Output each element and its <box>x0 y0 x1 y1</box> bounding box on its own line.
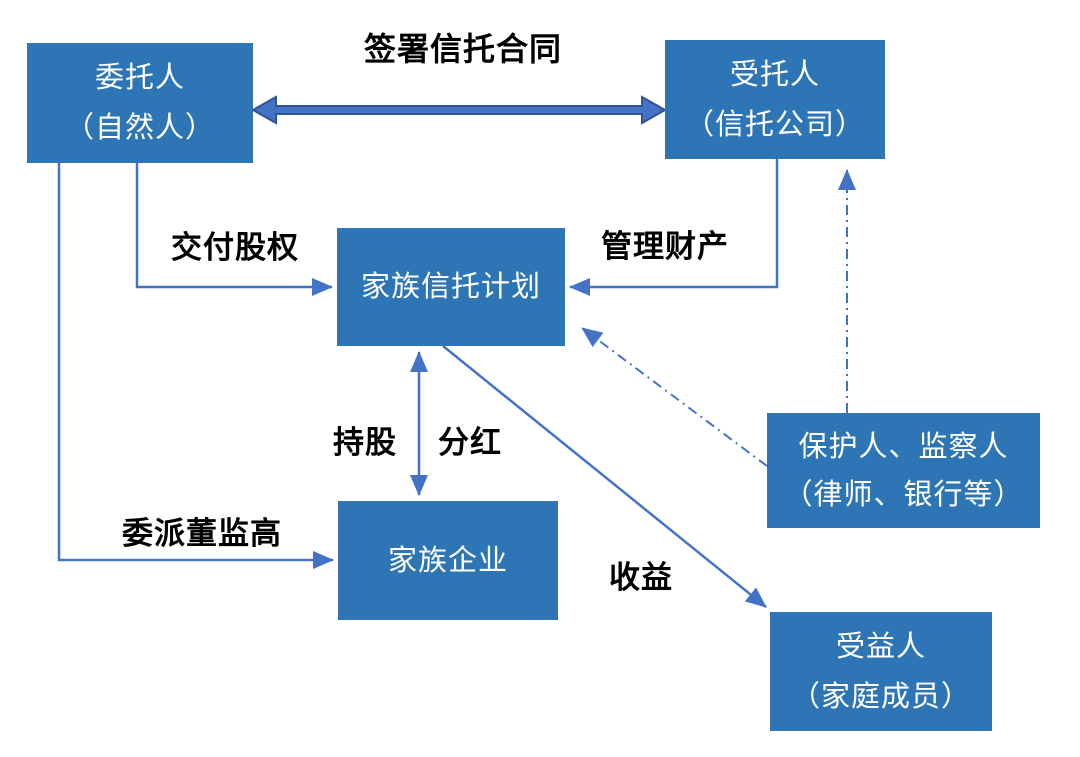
label-sign-contract: 签署信托合同 <box>363 31 562 67</box>
node-family-company: 家族企业 <box>338 501 558 620</box>
edge-protector-to-plan-dashed-arrow <box>581 327 768 467</box>
node-family-company-line1: 家族企业 <box>387 544 508 577</box>
edge-appoint-executives-arrow <box>57 163 334 569</box>
node-client-line2: （自然人） <box>64 112 215 144</box>
node-client-line1: 委托人 <box>94 62 185 94</box>
label-manage-property: 管理财产 <box>601 229 729 264</box>
node-trustee-line2: （信托公司） <box>684 108 865 141</box>
node-client: 委托人 （自然人） <box>27 43 253 163</box>
node-trustee-line1: 受托人 <box>729 58 820 91</box>
label-deliver-equity: 交付股权 <box>171 230 299 265</box>
node-protector-line2: （律师、银行等） <box>783 478 1024 511</box>
label-hold-shares: 持股 <box>333 425 397 460</box>
node-protector-line1: 保护人、监察人 <box>798 430 1009 463</box>
node-beneficiary-line2: （家庭成员） <box>790 680 971 713</box>
node-trust-plan: 家族信托计划 <box>337 228 565 346</box>
node-protector: 保护人、监察人 （律师、银行等） <box>767 413 1040 528</box>
node-trust-plan-line1: 家族信托计划 <box>360 271 541 303</box>
label-appoint-executives: 委派董监高 <box>122 516 282 551</box>
edge-sign-contract-double-arrow <box>250 95 668 125</box>
label-dividends: 分红 <box>438 425 502 460</box>
edge-deliver-equity-arrow <box>135 163 333 296</box>
node-trustee: 受托人 （信托公司） <box>665 40 885 159</box>
node-beneficiary: 受益人 （家庭成员） <box>770 612 992 731</box>
edge-manage-property-arrow <box>569 159 779 296</box>
node-beneficiary-line1: 受益人 <box>835 630 926 663</box>
edge-income-arrow <box>442 345 767 608</box>
label-income: 收益 <box>609 560 673 595</box>
